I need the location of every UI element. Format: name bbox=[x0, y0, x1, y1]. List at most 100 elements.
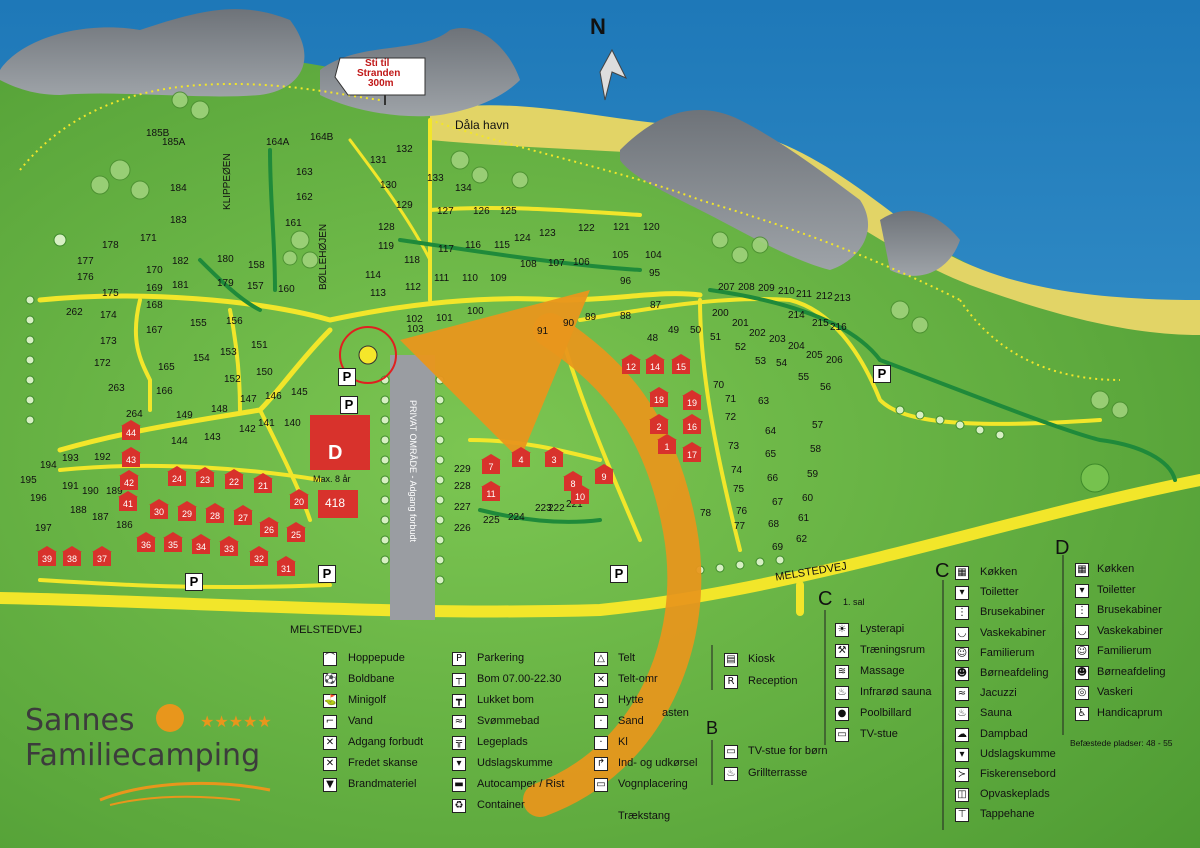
pitch-number: 134 bbox=[455, 183, 472, 194]
legend-label: Massage bbox=[860, 665, 905, 677]
hut-marker: 7 bbox=[481, 454, 501, 474]
legend-label: Boldbane bbox=[348, 673, 395, 685]
road-melstedvej bbox=[0, 474, 1200, 618]
pitch-number: 203 bbox=[769, 334, 786, 345]
legend-label: Brandmateriel bbox=[348, 778, 417, 790]
pitch-number: 193 bbox=[62, 453, 79, 464]
pitch-number: 188 bbox=[70, 505, 87, 516]
sauna-icon: ♨ bbox=[955, 707, 969, 722]
hut-marker: 17 bbox=[682, 442, 702, 462]
pitch-number: 49 bbox=[668, 325, 680, 336]
hedges bbox=[25, 233, 1110, 585]
pitch-number: 110 bbox=[462, 273, 478, 284]
toilet-icon: ▾ bbox=[1075, 583, 1089, 598]
hut-marker: 1 bbox=[657, 434, 677, 454]
pitch-number: 194 bbox=[40, 460, 57, 471]
pitch-number: 101 bbox=[436, 313, 453, 324]
pitch-number: 177 bbox=[77, 256, 94, 267]
pitch-number: 108 bbox=[520, 259, 537, 270]
legend-label: Autocamper / Rist bbox=[477, 778, 565, 790]
kokken-icon: ▦ bbox=[955, 566, 969, 580]
pitch-number: 163 bbox=[296, 167, 313, 178]
pitch-number: 187 bbox=[92, 512, 109, 523]
pitch-number: 227 bbox=[454, 502, 471, 513]
hut-marker: 27 bbox=[233, 505, 253, 525]
pitch-number: 67 bbox=[772, 497, 784, 508]
legend-label: Parkering bbox=[477, 652, 525, 664]
pitch-number: 153 bbox=[220, 347, 237, 358]
pitch-number: 221 bbox=[566, 499, 583, 510]
orange-arrow bbox=[523, 313, 702, 817]
legend-label: Adgang forbudt bbox=[348, 736, 424, 748]
road-label-left: MELSTEDVEJ bbox=[290, 624, 363, 636]
legend-label: Hoppepude bbox=[348, 652, 405, 664]
pitch-number: 208 bbox=[738, 282, 755, 293]
legend-c-letter: C bbox=[935, 560, 950, 582]
pitch-number: 50 bbox=[690, 325, 702, 336]
orange-arrow-head bbox=[400, 290, 590, 460]
pitch-number: 102 bbox=[406, 314, 423, 325]
toilet-icon: ▾ bbox=[955, 586, 969, 601]
hut-marker: 20 bbox=[289, 489, 309, 509]
legeplads-icon: ╦ bbox=[452, 736, 466, 750]
pitch-number: 54 bbox=[776, 358, 788, 369]
pitch-number: 109 bbox=[490, 273, 507, 284]
pitch-number: 78 bbox=[700, 508, 712, 519]
legend-b-letter: B bbox=[706, 718, 719, 738]
pitch-number: 189 bbox=[106, 486, 123, 497]
hut-marker: 41 bbox=[118, 491, 138, 511]
pitch-number: 205 bbox=[806, 350, 823, 361]
pitch-number: 145 bbox=[291, 387, 308, 398]
pitch-number: 58 bbox=[810, 444, 822, 455]
hut-marker: 31 bbox=[276, 556, 296, 576]
pitch-number: 88 bbox=[620, 311, 632, 322]
pitch-number: 48 bbox=[647, 333, 659, 344]
pitch-number: 66 bbox=[767, 473, 779, 484]
legend-label: Børneafdeling bbox=[1097, 665, 1166, 678]
pitch-number: 133 bbox=[427, 173, 444, 184]
hut-marker: 11 bbox=[481, 481, 501, 501]
pitch-number: 185A bbox=[162, 137, 186, 148]
parking-icon: P bbox=[338, 368, 356, 386]
pitch-number: 65 bbox=[765, 449, 777, 460]
pitch-number: 195 bbox=[20, 475, 37, 486]
born-icon: ☻ bbox=[1075, 665, 1089, 680]
beach bbox=[430, 105, 1200, 335]
signpost-line1: Sti til bbox=[365, 58, 390, 69]
pitch-number: 224 bbox=[508, 512, 525, 523]
fredet-skanse-icon: ✕ bbox=[323, 757, 337, 771]
legend-label: Legeplads bbox=[477, 736, 528, 748]
legend-label: Vognplacering bbox=[618, 778, 688, 790]
familie-icon: ☺ bbox=[1075, 645, 1089, 659]
adgang-forbudt-icon: ✕ bbox=[323, 736, 337, 750]
vask-icon: ◡ bbox=[1075, 624, 1089, 639]
lysterapi-icon: ☀ bbox=[835, 623, 849, 637]
pitch-number: 154 bbox=[193, 353, 210, 364]
legend-traekstang: Trækstang bbox=[618, 810, 671, 822]
pitch-number: 100 bbox=[467, 306, 484, 317]
hut-marker: 38 bbox=[62, 546, 82, 566]
lukket-bom-icon: ┳ bbox=[452, 694, 466, 708]
pitch-number: 175 bbox=[102, 288, 119, 299]
pitch-number: 185B bbox=[146, 128, 170, 139]
roads bbox=[0, 118, 1200, 618]
legend-label: Familierum bbox=[1097, 645, 1152, 657]
pitch-number: 68 bbox=[768, 519, 780, 530]
legend-label: Kiosk bbox=[748, 653, 775, 665]
pitch-number: 87 bbox=[650, 300, 662, 311]
pitch-number: 118 bbox=[404, 255, 420, 266]
kiosk-icon: ▤ bbox=[724, 653, 738, 667]
pitch-number: 141 bbox=[258, 418, 275, 429]
green-paths bbox=[198, 148, 1177, 524]
jacuzzi-icon: ≈ bbox=[955, 687, 969, 702]
pitch-number: 117 bbox=[438, 244, 454, 255]
pitch-number: 178 bbox=[102, 240, 119, 251]
legend-label: Minigolf bbox=[348, 694, 386, 706]
pitch-number: 52 bbox=[735, 342, 747, 353]
pitch-number: 119 bbox=[378, 241, 394, 252]
legend-label: Vaskekabiner bbox=[980, 626, 1046, 639]
pitch-number: 125 bbox=[500, 206, 517, 217]
legend-d-letter: D bbox=[1055, 537, 1070, 559]
pitch-number: 229 bbox=[454, 464, 471, 475]
pitch-number: 192 bbox=[94, 452, 111, 463]
